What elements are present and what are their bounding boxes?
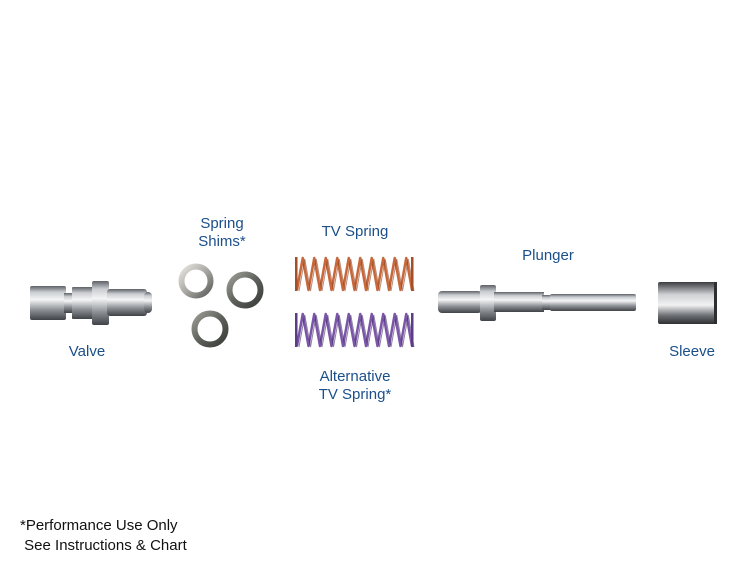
alternative-tv-spring-label-line1: Alternative [319, 368, 391, 385]
plunger-part [438, 285, 636, 321]
sleeve-label: Sleeve [669, 343, 715, 360]
alternative-tv-spring-part [295, 312, 415, 348]
spring-shims-label: Spring Shims* [187, 215, 257, 251]
spring-shims-label-line2: Shims* [198, 233, 246, 250]
alternative-tv-spring-label-line2: TV Spring* [318, 386, 392, 403]
valve-part [30, 281, 152, 325]
alternative-tv-spring-label: Alternative TV Spring* [300, 368, 410, 404]
footnote-line1: *Performance Use Only [20, 517, 178, 534]
plunger-label: Plunger [522, 247, 574, 264]
spring-shims-part [178, 263, 264, 348]
footnote-line2: See Instructions & Chart [20, 537, 187, 554]
sleeve-part [658, 282, 717, 324]
tv-spring-part [295, 256, 415, 292]
valve-label: Valve [68, 343, 106, 360]
spring-shims-label-line1: Spring [200, 215, 244, 232]
tv-spring-label: TV Spring [321, 223, 389, 240]
